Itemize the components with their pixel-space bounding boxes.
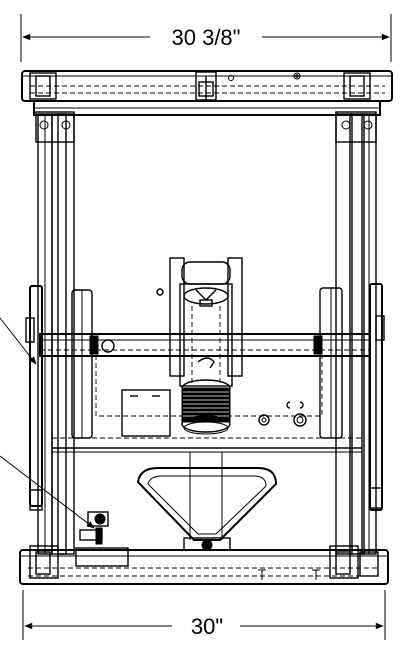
left-side-plate	[25, 285, 93, 511]
spring-coil	[181, 379, 231, 435]
top-beam	[21, 70, 393, 116]
middle-crossbeam	[39, 333, 371, 417]
right-side-plate	[319, 283, 385, 511]
bottom-base	[19, 545, 389, 585]
central-column	[156, 257, 243, 387]
bottom-dimension: 30"	[22, 590, 386, 640]
lower-crossbeam	[52, 437, 362, 453]
bottom-dimension-label: 30"	[191, 614, 223, 639]
top-dimension: 30 3/8"	[20, 14, 392, 62]
leader-lines	[0, 317, 95, 529]
fittings	[258, 401, 307, 427]
top-dimension-label: 30 3/8"	[172, 25, 241, 50]
control-box	[121, 389, 171, 437]
hopper	[136, 452, 278, 551]
